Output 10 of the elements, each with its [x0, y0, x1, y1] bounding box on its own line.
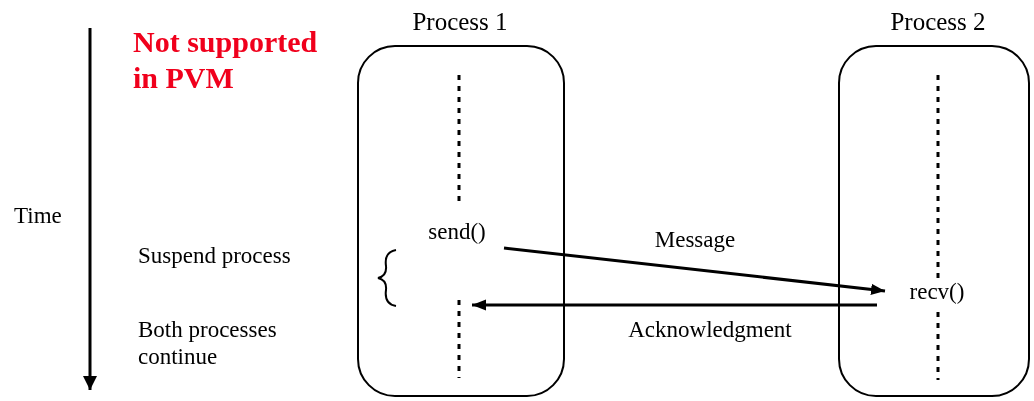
process-heading: Process 1 [411, 8, 509, 35]
process-box [357, 45, 565, 397]
process-heading: Process 2 [889, 8, 987, 35]
annotation-text: Suspend process [138, 242, 292, 269]
process-box [838, 45, 1030, 397]
axis-label: Time [14, 202, 63, 229]
arrow [472, 299, 877, 311]
note-text: Not supported in PVM [133, 24, 319, 96]
annotation-text: Both processes continue [138, 316, 278, 370]
arrow [503, 246, 886, 295]
